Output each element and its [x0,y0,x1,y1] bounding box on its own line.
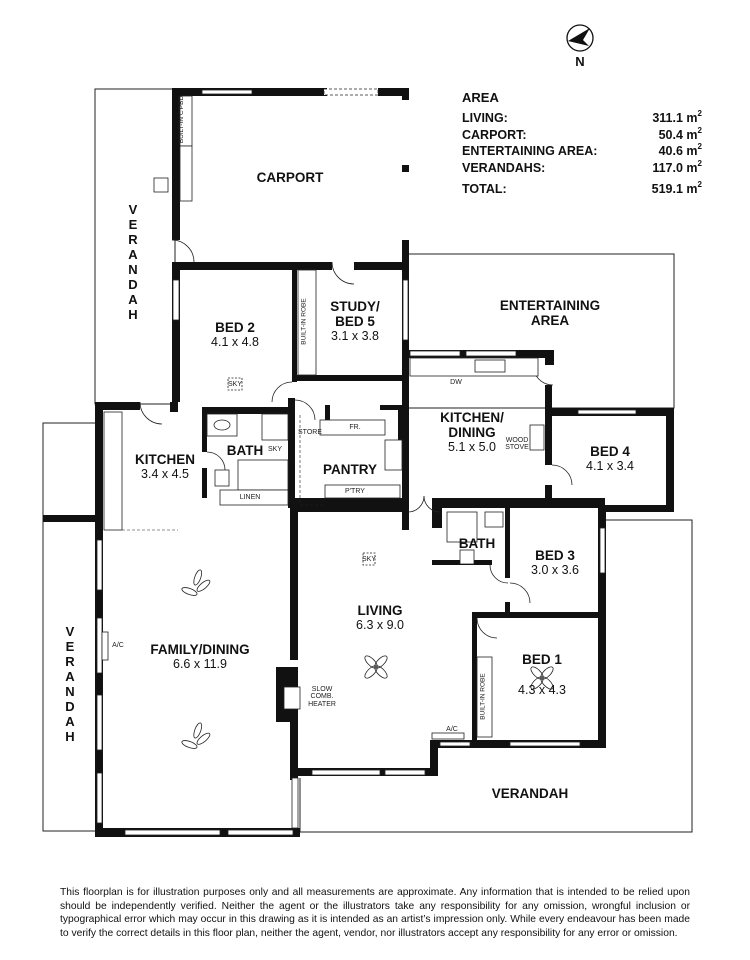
disclaimer-text: This floorplan is for illustration purpo… [60,887,690,939]
room-carport: CARPORT [256,170,324,185]
area-row-entertaining: ENTERTAINING AREA: 40.6 m2 [462,142,702,158]
verandah-south-outline [299,519,693,833]
ac-family-label: A/C [112,642,124,649]
room-verandah-south: VERANDAH [491,786,569,801]
store-label: STORE [298,429,322,436]
compass: N [563,22,597,72]
pantry-cupboard-label: P'TRY [345,488,365,495]
ceiling-fan-icons [181,569,554,749]
room-bath-2: BATH [458,536,496,551]
room-bed4: BED 4 4.1 x 3.4 [586,444,634,474]
room-study-bed5: STUDY/ BED 5 3.1 x 3.8 [330,299,380,344]
built-in-robe-bed1-label: BUILT-IN ROBE [479,673,487,720]
north-arrow-icon [566,24,594,52]
built-in-robe-study-label: BUILT-IN ROBE [300,298,308,345]
room-pantry: PANTRY [323,462,377,477]
area-row-carport: CARPORT: 50.4 m2 [462,125,702,142]
ac-living-label: A/C [446,726,458,733]
room-bath-1: BATH [226,443,264,458]
room-entertaining-area: ENTERTAINING AREA [499,298,601,329]
room-bed2: BED 2 4.1 x 4.8 [211,320,259,350]
area-row-total: TOTAL: 519.1 m2 [462,180,702,196]
area-summary-table: AREA LIVING: 311.1 m2 CARPORT: 50.4 m2 E… [462,90,702,199]
dishwasher-label: DW [450,379,462,386]
north-label: N [575,54,585,69]
skylight-bed2-label: SKY [228,381,243,388]
room-family-dining: FAMILY/DINING 6.6 x 11.9 [150,642,250,672]
fridge-label: FR. [349,424,361,431]
skylight-living-label: SKY [362,556,377,563]
room-kitchen-dining: KITCHEN/ DINING 5.1 x 5.0 [440,410,504,455]
area-row-verandahs: VERANDAHS: 117.0 m2 [462,158,702,175]
room-bed3: BED 3 3.0 x 3.6 [531,548,579,578]
built-in-cupboard-label: BUILT-IN C'PBD [178,95,186,144]
skylight-bath-label: SKY [267,446,282,453]
room-bed1: BED 1 4.3 x 4.3 [518,652,566,698]
slow-combustion-heater-label: SLOW COMB. HEATER [308,686,336,708]
linen-label: LINEN [239,494,261,501]
room-kitchen: KITCHEN 3.4 x 4.5 [135,452,195,482]
floor-plan-drawing [42,88,693,837]
area-title: AREA [462,90,499,105]
wood-stove-label: WOOD STOVE [505,437,529,452]
room-living: LIVING 6.3 x 9.0 [356,603,404,633]
area-row-living: LIVING: 311.1 m2 [462,109,702,125]
